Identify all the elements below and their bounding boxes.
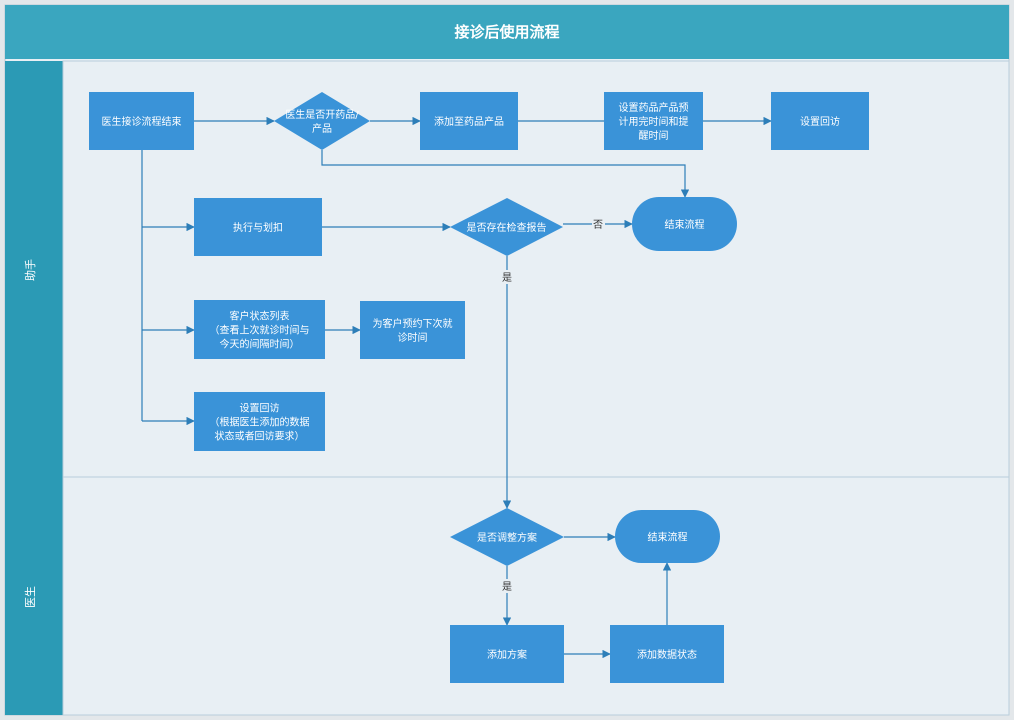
lane-label-doctor: 医生 — [23, 586, 37, 608]
label-line: 结束流程 — [665, 218, 705, 231]
node-add-data-status — [610, 625, 724, 683]
node-end-flow-top — [632, 197, 737, 251]
edge-label-yes-report: 是 — [502, 272, 512, 284]
label-line: 醒时间 — [639, 129, 669, 142]
label-add-drug: 添加至药品产品 — [434, 115, 504, 128]
label-line: 设置回访 — [240, 403, 280, 415]
edge-label-no: 否 — [593, 219, 603, 231]
lane-label-assistant: 助手 — [23, 259, 37, 281]
diagram-title: 接诊后使用流程 — [454, 23, 559, 41]
label-consult-end: 医生接诊流程结束 — [102, 115, 182, 128]
label-line: 是否调整方案 — [477, 531, 537, 544]
label-book-next: 为客户预约下次就诊时间 — [373, 317, 453, 344]
edge-label-yes-report-bg — [500, 270, 514, 284]
node-set-followup-bottom — [194, 392, 325, 451]
label-line: 状态或者回访要求） — [215, 430, 305, 443]
label-line: 医生是否开药品/ — [285, 108, 359, 121]
label-line: 计用完时间和提 — [619, 115, 689, 128]
node-drug-decision — [274, 92, 370, 150]
lane-header-doctor — [5, 477, 63, 715]
edge-label-yes-adjust-bg — [500, 579, 514, 593]
label-line: 客户状态列表 — [230, 310, 290, 323]
title-bar — [5, 5, 1009, 59]
label-report-decision: 是否存在检查报告 — [467, 221, 547, 234]
node-execute-deduct — [194, 198, 322, 256]
label-line: 设置回访 — [800, 116, 840, 128]
label-line: （根据医生添加的数据 — [210, 416, 310, 429]
label-add-plan: 添加方案 — [487, 648, 527, 661]
label-drug-decision: 医生是否开药品/产品 — [285, 108, 359, 135]
node-adjust-decision — [450, 508, 564, 566]
label-line: 为客户预约下次就 — [373, 317, 453, 330]
label-line: 诊时间 — [398, 331, 428, 344]
label-set-drug-time: 设置药品产品预计用完时间和提醒时间 — [619, 101, 689, 142]
node-consult-end — [89, 92, 194, 150]
node-book-next — [360, 301, 465, 359]
label-line: 产品 — [312, 122, 332, 135]
label-line: 结束流程 — [648, 531, 688, 544]
edge-label-yes-adjust: 是 — [502, 581, 512, 593]
node-end-flow-bottom — [615, 510, 720, 563]
label-set-followup-top: 设置回访 — [800, 116, 840, 128]
lane-header-assistant — [5, 61, 63, 477]
label-add-data-status: 添加数据状态 — [637, 648, 697, 661]
label-line: 添加方案 — [487, 648, 527, 661]
label-line: 今天的间隔时间） — [220, 338, 300, 351]
label-line: 是否存在检查报告 — [467, 221, 547, 234]
label-line: 医生接诊流程结束 — [102, 115, 182, 128]
node-add-plan — [450, 625, 564, 683]
label-line: （查看上次就诊时间与 — [210, 324, 310, 337]
label-customer-status: 客户状态列表（查看上次就诊时间与今天的间隔时间） — [210, 310, 310, 351]
label-line: 设置药品产品预 — [619, 101, 689, 114]
node-customer-status — [194, 300, 325, 359]
node-set-drug-time — [604, 92, 703, 150]
connectors — [141, 116, 772, 659]
label-end-flow-top: 结束流程 — [665, 218, 705, 231]
label-line: 添加至药品产品 — [434, 115, 504, 128]
label-end-flow-bottom: 结束流程 — [648, 531, 688, 544]
label-line: 执行与划扣 — [233, 221, 283, 234]
node-set-followup-top — [771, 92, 869, 150]
node-add-drug — [420, 92, 518, 150]
label-execute-deduct: 执行与划扣 — [233, 221, 283, 234]
edge-label-no-bg — [592, 217, 605, 231]
label-adjust-decision: 是否调整方案 — [477, 531, 537, 544]
label-line: 添加数据状态 — [637, 648, 697, 661]
node-report-decision — [450, 198, 563, 256]
edge-decision-to-end — [321, 150, 690, 198]
label-set-followup-bottom: 设置回访（根据医生添加的数据状态或者回访要求） — [210, 403, 310, 443]
